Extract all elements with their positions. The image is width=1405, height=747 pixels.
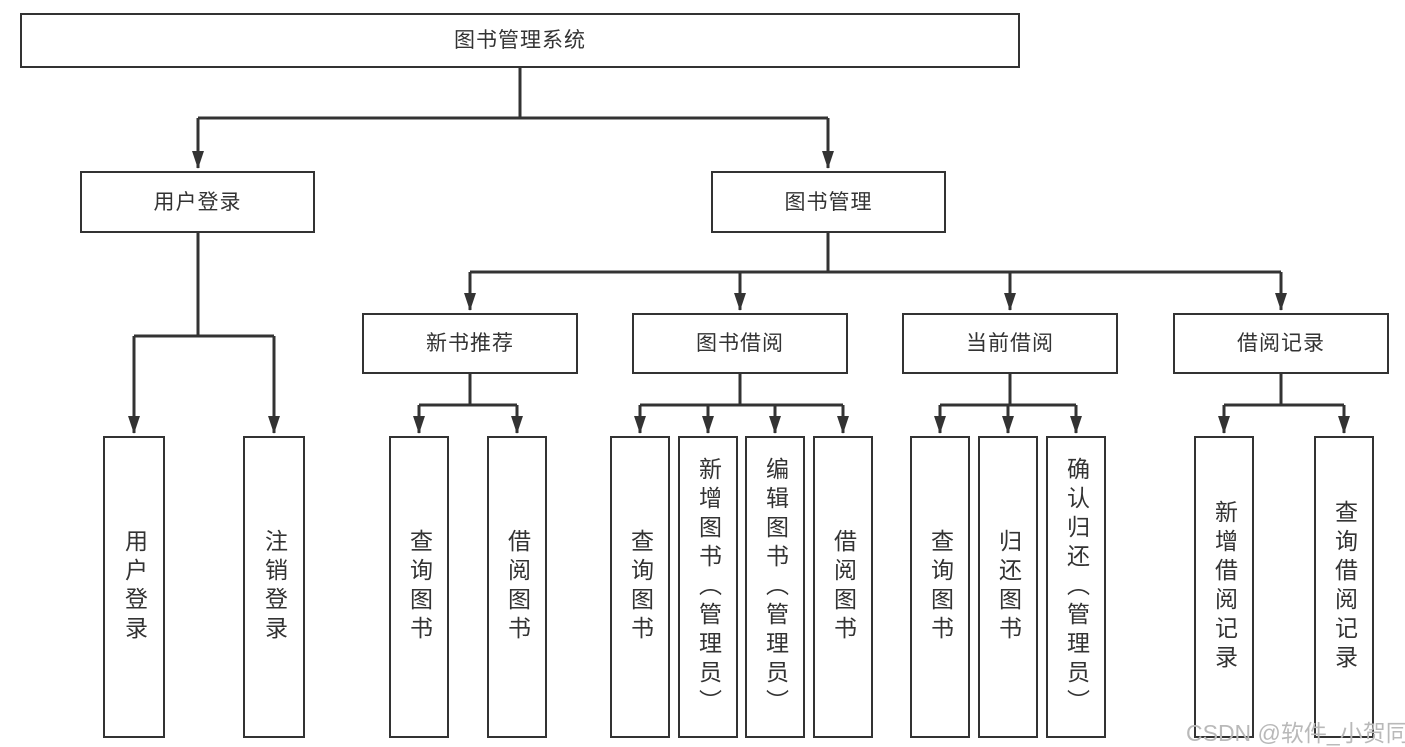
watermark: CSDN @软件_小贺同学 <box>1186 720 1405 746</box>
leaf-add-book-admin: 新增图书（管理员） <box>678 436 738 738</box>
node-new-book-recommendation: 新书推荐 <box>362 313 578 374</box>
leaf-query-books-newbook: 查询图书 <box>389 436 449 738</box>
leaf-query-books-borrow: 查询图书 <box>610 436 670 738</box>
leaf-borrow-books-borrow: 借阅图书 <box>813 436 873 738</box>
leaf-logout: 注销登录 <box>243 436 305 738</box>
node-borrowing-records: 借阅记录 <box>1173 313 1389 374</box>
leaf-add-borrow-record: 新增借阅记录 <box>1194 436 1254 738</box>
node-book-management: 图书管理 <box>711 171 946 233</box>
leaf-user-login: 用户登录 <box>103 436 165 738</box>
node-current-borrowing: 当前借阅 <box>902 313 1118 374</box>
node-user-login: 用户登录 <box>80 171 315 233</box>
leaf-edit-book-admin: 编辑图书（管理员） <box>745 436 805 738</box>
leaf-query-books-current: 查询图书 <box>910 436 970 738</box>
node-book-borrowing: 图书借阅 <box>632 313 848 374</box>
leaf-borrow-books-newbook: 借阅图书 <box>487 436 547 738</box>
leaf-confirm-return-admin: 确认归还（管理员） <box>1046 436 1106 738</box>
leaf-return-books: 归还图书 <box>978 436 1038 738</box>
node-library-management-system: 图书管理系统 <box>20 13 1020 68</box>
leaf-query-borrow-record: 查询借阅记录 <box>1314 436 1374 738</box>
